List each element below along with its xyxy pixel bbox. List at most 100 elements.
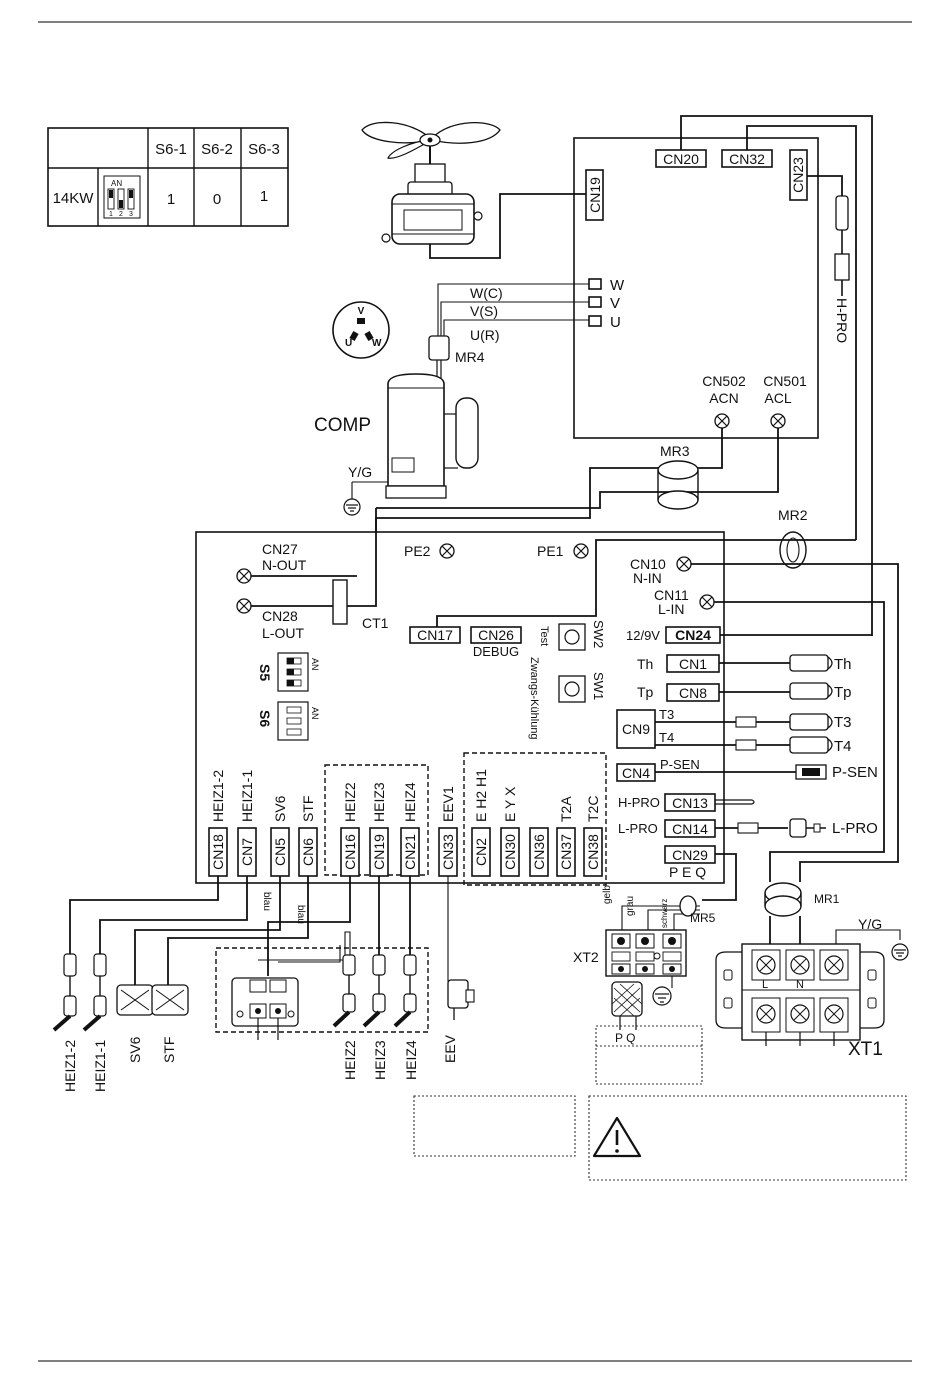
inverter-connectors: CN20 CN32 CN23 CN19 W V U CN502 ACN CN50… — [585, 149, 808, 406]
label-yg-xt1: Y/G — [858, 916, 882, 932]
label-mr5: MR5 — [690, 911, 716, 925]
h-pro-switch-icon — [835, 195, 849, 231]
label-peq: P E Q — [669, 864, 706, 880]
wire-label-ur: U(R) — [470, 327, 500, 343]
dip-value-s6-2: 0 — [213, 191, 221, 208]
sensor-tp-icon — [789, 682, 833, 700]
func-t2a: T2A — [558, 796, 574, 822]
label-l-out: L-OUT — [262, 625, 304, 641]
terminal-l-out-icon — [236, 598, 252, 614]
relay-block-icon — [231, 977, 299, 1040]
inverter-board — [573, 137, 819, 439]
terminal-pe1-icon — [573, 543, 589, 559]
ground-icon-xt2 — [652, 986, 672, 1006]
ground-icon-xt1 — [891, 943, 909, 961]
phase-w: W — [610, 277, 625, 294]
label-t4-sensor: T4 — [834, 738, 852, 755]
label-th-sensor: Th — [834, 656, 852, 673]
dip-switch-s5[interactable] — [277, 652, 309, 692]
connector-cn24: CN24 — [675, 627, 711, 643]
label-tp-board: Tp — [637, 684, 654, 700]
connector-cn13: CN13 — [672, 795, 708, 811]
connector-cn19-inverter: CN19 — [587, 177, 603, 213]
label-acn: ACN — [709, 390, 739, 406]
compressor-terminal-icon: V U W — [332, 301, 390, 359]
button-sw2[interactable] — [558, 623, 586, 651]
label-mr2: MR2 — [778, 507, 808, 523]
label-mr3: MR3 — [660, 443, 690, 459]
ferrite-mr5-icon — [679, 895, 697, 917]
dip-switch-s6[interactable] — [277, 701, 309, 741]
connector-cn5: CN5 — [272, 838, 288, 866]
compressor-icon — [385, 360, 479, 499]
sensor-t3-icon — [735, 713, 833, 731]
ground-icon-comp — [343, 498, 361, 516]
eev-valve-icon — [447, 979, 475, 1020]
label-cn10: CN10 — [630, 556, 666, 572]
label-blau-2: blau — [295, 905, 306, 924]
connector-cn18: CN18 — [210, 834, 226, 870]
wire-label-wc: W(C) — [470, 285, 503, 301]
label-p-sen-sensor: P-SEN — [832, 764, 878, 781]
connector-cn6: CN6 — [300, 838, 316, 866]
label-h-pro-board: H-PRO — [618, 795, 660, 810]
connector-cn32: CN32 — [729, 151, 765, 167]
label-cn28: CN28 — [262, 608, 298, 624]
terminal-acl-icon — [770, 413, 786, 429]
label-zwangs-kuhlung: Zwangs-Kühlung — [528, 657, 540, 740]
terminal-acn-icon — [714, 413, 730, 429]
connector-cn21: CN21 — [402, 834, 418, 870]
bottom-label-sv6: SV6 — [127, 1036, 143, 1063]
label-l-pro-board: L-PRO — [618, 821, 658, 836]
connector-cn23: CN23 — [790, 157, 806, 193]
fan-motor-icon — [361, 121, 501, 245]
label-n-in: N-IN — [633, 570, 662, 586]
label-an-s5: AN — [310, 658, 320, 671]
label-pe1: PE1 — [537, 543, 564, 559]
label-acl: ACL — [764, 390, 791, 406]
label-yg-comp: Y/G — [348, 464, 372, 480]
wire-schwarz: schwarz — [660, 899, 669, 928]
label-t3-board: T3 — [659, 707, 674, 722]
connector-cn8: CN8 — [679, 685, 707, 701]
label-n-out: N-OUT — [262, 557, 307, 573]
cable-heiz1-2-icon — [52, 953, 77, 1032]
func-sv6: SV6 — [272, 795, 288, 822]
connector-cn36: CN36 — [531, 834, 547, 870]
func-e-h2-h1: E H2 H1 — [473, 769, 489, 822]
dip-header-s6-2: S6-2 — [201, 141, 233, 158]
connector-cn30: CN30 — [502, 834, 518, 870]
cable-heiz4-icon — [393, 954, 417, 1028]
wire-grau: grau — [625, 896, 636, 916]
note-box-left — [413, 1095, 576, 1157]
label-mr1: MR1 — [814, 892, 840, 906]
label-xt2: XT2 — [573, 949, 599, 965]
svg-text:2: 2 — [119, 211, 123, 218]
connector-cn38: CN38 — [585, 834, 601, 870]
terminal-block-xt1-icon — [715, 943, 885, 1046]
terminal-n-out-icon — [236, 568, 252, 584]
dip-row-label: 14KW — [53, 190, 95, 207]
terminal-l-in-icon — [699, 594, 715, 610]
dip-value-s6-3: 1 — [260, 188, 268, 205]
phase-u: U — [610, 314, 621, 331]
button-sw1[interactable] — [558, 675, 586, 703]
wire-gelb: gelb — [602, 885, 613, 904]
bottom-label-heiz4: HEIZ4 — [403, 1040, 419, 1080]
warning-triangle-icon — [592, 1116, 642, 1158]
dip-switch-caption: AN — [111, 179, 122, 188]
bottom-label-heiz1-1: HEIZ1-1 — [92, 1040, 108, 1092]
connector-cn9: CN9 — [622, 721, 650, 737]
label-cn502: CN502 — [702, 373, 746, 389]
ferrite-mr4-icon — [428, 335, 450, 361]
func-eev1: EEV1 — [440, 786, 456, 822]
dip-value-s6-1: 1 — [167, 191, 175, 208]
connector-cn16: CN16 — [342, 834, 358, 870]
svg-text:W: W — [372, 338, 382, 349]
label-cn11: CN11 — [654, 587, 689, 603]
connector-cn2: CN2 — [473, 838, 489, 866]
sensor-th-icon — [789, 654, 833, 672]
bottom-label-heiz1-2: HEIZ1-2 — [62, 1040, 78, 1092]
label-12-9v: 12/9V — [626, 628, 660, 643]
